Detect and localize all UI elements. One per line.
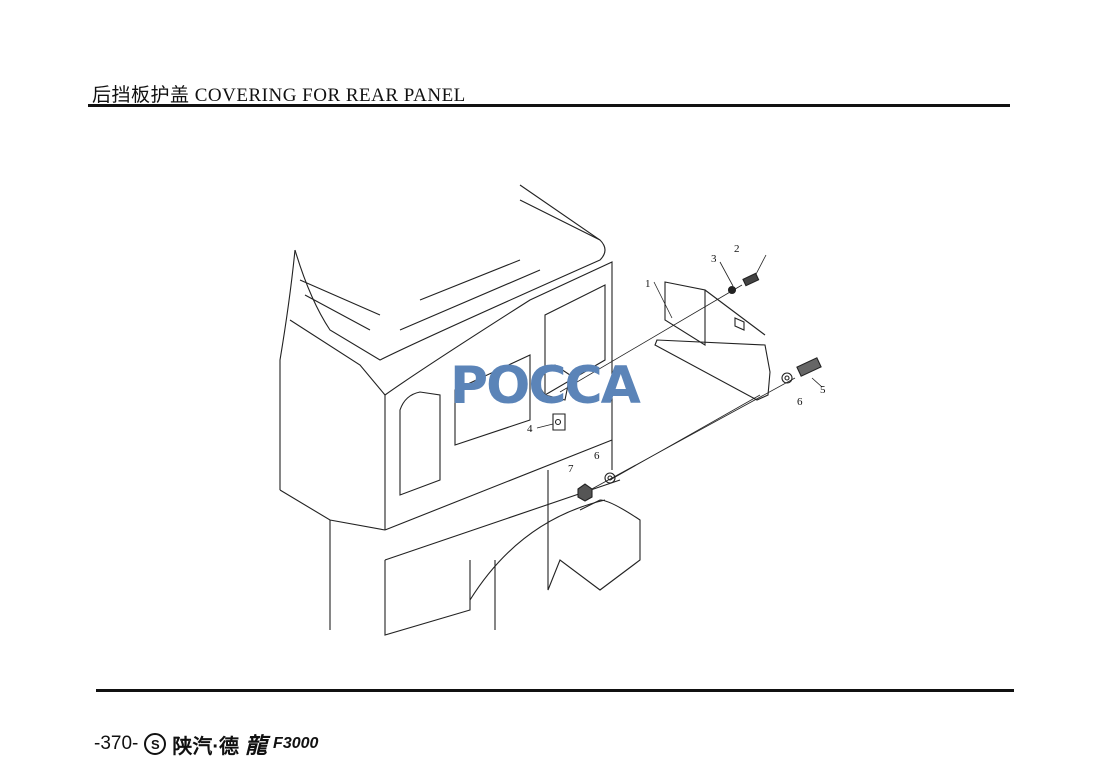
cab-outline [279, 184, 641, 636]
washer-3 [727, 285, 737, 295]
bolt-2 [742, 272, 760, 287]
callout-4: 4 [527, 423, 533, 435]
callout-3: 3 [711, 253, 717, 265]
callout-5: 5 [820, 384, 826, 396]
shacman-logo-icon: S [144, 733, 167, 755]
page-title: 后挡板护盖 COVERING FOR REAR PANEL [92, 85, 466, 106]
washer-6a [781, 372, 793, 384]
rear-panel-cover [654, 281, 771, 401]
header-divider [88, 104, 1010, 107]
washer-6b [604, 472, 616, 484]
brand-dragon: 龍 [245, 733, 268, 759]
model-name: F3000 [273, 735, 319, 752]
watermark-logo: POCCA [450, 356, 641, 416]
nut-7 [577, 483, 593, 502]
fasteners [577, 272, 822, 502]
callout-6a: 6 [797, 396, 803, 408]
footer: -370- S 陕汽·德 龍 F3000 [94, 728, 318, 760]
bolt-5 [796, 357, 822, 377]
callout-7: 7 [568, 463, 574, 475]
page-number: -370- [94, 733, 139, 754]
callout-1: 1 [645, 278, 651, 290]
callout-2: 2 [734, 243, 740, 255]
footer-divider [96, 689, 1014, 692]
callout-6b: 6 [594, 450, 600, 462]
brand-name: 陕汽·德 [172, 735, 240, 758]
assembly-lines [536, 254, 823, 491]
